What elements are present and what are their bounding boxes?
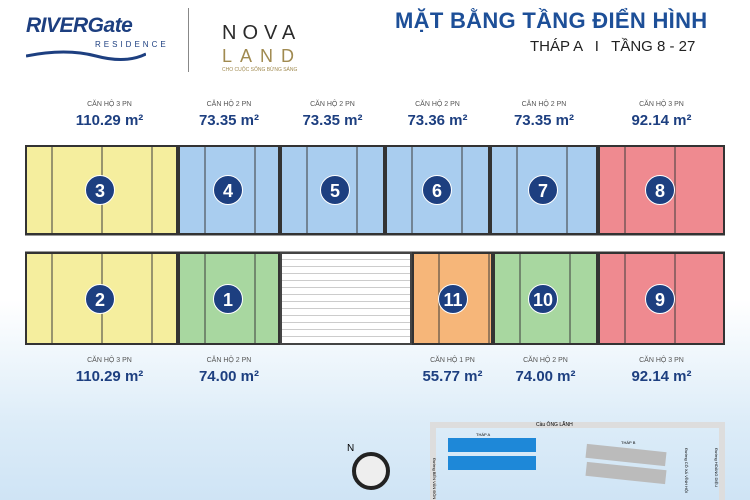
unit-type-label: CĂN HỘ 2 PN <box>206 357 252 364</box>
logo-divider <box>188 8 189 72</box>
unit-type-label: CĂN HỘ 2 PN <box>415 101 460 108</box>
unit-11[interactable] <box>412 252 493 345</box>
unit-type-label: CĂN HỘ 3 PN <box>639 357 684 364</box>
novaland-bottom: LAND <box>222 46 303 66</box>
corridor <box>25 235 725 252</box>
unit-number-badge: 1 <box>213 283 243 314</box>
unit-number-badge: 10 <box>528 283 558 314</box>
unit-area-label: 92.14 m² <box>631 368 692 385</box>
unit-type-label: CĂN HỘ 2 PN <box>521 101 567 108</box>
page-title: MẶT BẰNG TẦNG ĐIỂN HÌNH <box>395 8 708 33</box>
unit-type-label: CĂN HỘ 2 PN <box>206 101 252 108</box>
unit-type-label: CĂN HỘ 3 PN <box>87 101 132 108</box>
unit-area-label: 110.29 m² <box>75 368 144 385</box>
unit-area-label: 92.14 m² <box>631 112 692 129</box>
unit-number-badge: 4 <box>213 175 243 205</box>
unit-area-label: 74.00 m² <box>515 368 576 385</box>
novaland-slogan: CHO CUỘC SỐNG BỪNG SÁNG <box>222 67 298 73</box>
page-subtitle: THÁP A I TẦNG 8 - 27 <box>530 38 696 55</box>
unit-number-badge: 3 <box>85 175 115 205</box>
site-map: Cầu ÔNG LÃNH THÁP A THÁP B Đường BẾN VÂN… <box>430 422 725 500</box>
tower-b-bottom <box>585 461 667 485</box>
unit-area-label: 73.35 m² <box>198 112 260 129</box>
road-right-1: Đường CÔ XÁ VĨNH HỘI <box>684 448 689 494</box>
tower-a-bottom <box>448 456 536 470</box>
unit-5[interactable] <box>280 145 385 235</box>
unit-3[interactable] <box>25 145 178 235</box>
unit-type-label: CĂN HỘ 1 PN <box>430 357 475 364</box>
unit-type-label: CĂN HỘ 2 PN <box>523 357 568 364</box>
unit-type-label: CĂN HỘ 2 PN <box>310 101 355 108</box>
unit-9[interactable] <box>598 252 725 345</box>
unit-number-badge: 11 <box>438 283 468 314</box>
brand-sub: RESIDENCE <box>95 40 169 49</box>
wave-icon <box>26 50 146 61</box>
elevator-stair-core <box>280 252 412 345</box>
unit-area-label: 110.29 m² <box>75 112 144 129</box>
rivergate-logo: RIVERGate <box>26 14 133 38</box>
tower-a-top <box>448 438 536 452</box>
compass-icon <box>352 452 390 490</box>
tower-b-label: THÁP B <box>621 440 636 445</box>
unit-area-label: 74.00 m² <box>198 368 260 385</box>
unit-area-label: 73.35 m² <box>302 112 363 129</box>
unit-area-label: 73.35 m² <box>513 112 575 129</box>
unit-number-badge: 2 <box>85 283 115 314</box>
road-left: Đường BẾN VÂN ĐỒN <box>432 458 437 500</box>
unit-type-label: CĂN HỘ 3 PN <box>87 357 132 364</box>
unit-area-label: 73.36 m² <box>407 112 468 129</box>
unit-number-badge: 6 <box>422 175 452 205</box>
unit-type-label: CĂN HỘ 3 PN <box>639 101 684 108</box>
unit-number-badge: 7 <box>528 175 558 205</box>
unit-area-label: 55.77 m² <box>422 368 483 385</box>
novaland-top: NOVA <box>222 22 302 44</box>
road-top: Cầu ÔNG LÃNH <box>536 422 573 428</box>
compass-north: N <box>347 443 355 454</box>
unit-number-badge: 9 <box>645 283 675 314</box>
unit-7[interactable] <box>490 145 598 235</box>
brand-primary: RIVERGate <box>26 14 133 37</box>
tower-a-label: THÁP A <box>476 432 491 437</box>
unit-number-badge: 8 <box>645 175 675 205</box>
unit-number-badge: 5 <box>320 175 350 205</box>
road-right-2: Đường HOÀNG DIỆU <box>714 448 719 488</box>
